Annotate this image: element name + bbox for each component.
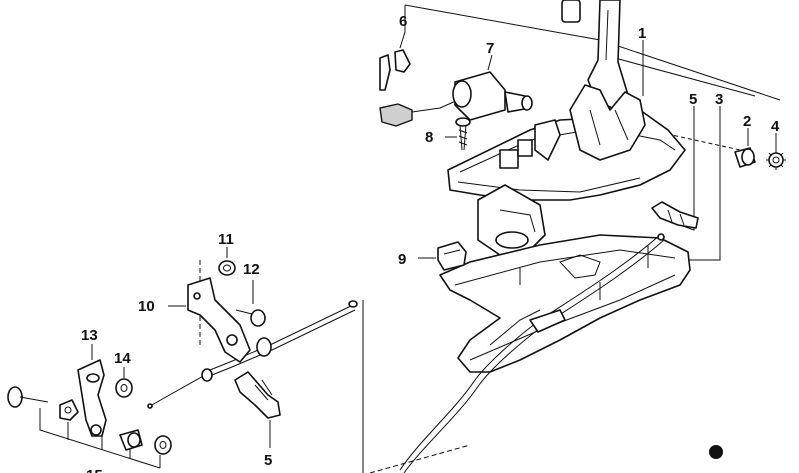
solenoid-7 xyxy=(452,71,533,121)
callout-4: 4 xyxy=(771,118,780,135)
retaining-clip-right xyxy=(651,201,699,229)
shift-cable xyxy=(399,233,665,473)
callout-5-bottom: 5 xyxy=(264,452,272,469)
callout-10: 10 xyxy=(138,298,155,315)
retaining-clip-bottom xyxy=(234,371,281,419)
callout-6: 6 xyxy=(399,13,407,30)
holder-9 xyxy=(437,241,467,271)
mounting-bracket xyxy=(187,277,251,363)
callout-7: 7 xyxy=(486,40,494,57)
bullet-marker xyxy=(709,445,723,459)
mounting-kit-15 xyxy=(7,386,172,455)
callout-8: 8 xyxy=(425,129,433,146)
callout-1: 1 xyxy=(638,25,646,42)
selector-cable-left xyxy=(147,300,358,409)
callout-11: 11 xyxy=(218,231,234,248)
bushing-2 xyxy=(734,147,756,168)
star-washer-4 xyxy=(766,150,786,170)
nut-14 xyxy=(115,378,133,398)
callout-9: 9 xyxy=(398,251,406,268)
shift-lever-housing xyxy=(447,0,686,256)
callout-15: 15 xyxy=(86,467,103,473)
callout-5-right: 5 xyxy=(689,91,697,108)
callout-14: 14 xyxy=(114,350,131,367)
callout-12: 12 xyxy=(243,261,260,278)
callout-2: 2 xyxy=(743,113,751,130)
selector-lever xyxy=(77,359,107,437)
callout-labels: 1 2 3 4 5 5 6 7 8 9 10 11 12 13 14 15 xyxy=(81,13,780,473)
callout-13: 13 xyxy=(81,327,98,344)
callout-3: 3 xyxy=(715,91,723,108)
nut-11 xyxy=(218,260,236,276)
connector-6 xyxy=(379,49,459,127)
leader-lines xyxy=(39,4,781,473)
bolt-12 xyxy=(235,309,266,327)
screw-8 xyxy=(455,117,471,151)
